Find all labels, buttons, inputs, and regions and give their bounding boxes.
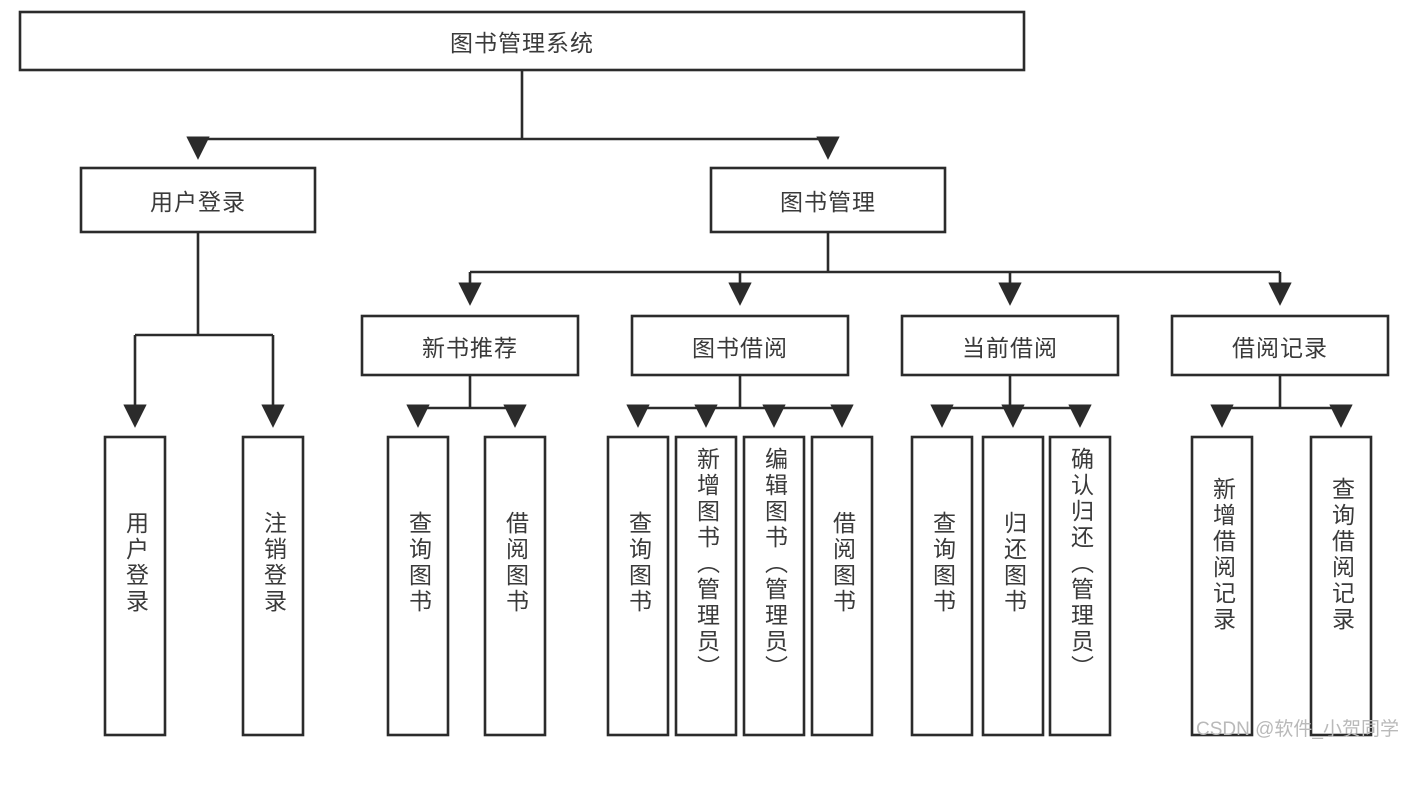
node-box-new-book-rec[interactable] bbox=[360, 314, 580, 377]
diagram-canvas-root: 图书管理系统 用户登录 图书管理 新书推荐 图书借阅 当前借阅 借阅记录 用户登… bbox=[18, 10, 1399, 740]
edge-currentborrow-to-leaves bbox=[930, 375, 1092, 428]
node-box-leaf-borrow-book-a[interactable] bbox=[483, 435, 547, 737]
node-box-current-borrow[interactable] bbox=[900, 314, 1120, 377]
edge-bookborrow-to-leaves bbox=[626, 375, 854, 428]
node-box-book-manage[interactable] bbox=[709, 166, 947, 234]
edge-userlogin-to-leaves bbox=[123, 232, 285, 428]
connector-layer bbox=[123, 70, 1353, 428]
node-box-leaf-borrow-book-b[interactable] bbox=[810, 435, 874, 737]
node-box-leaf-logout[interactable] bbox=[241, 435, 305, 737]
edge-borrowrecord-to-leaves bbox=[1210, 375, 1353, 428]
node-box-leaf-add-record[interactable] bbox=[1190, 435, 1254, 737]
node-box-borrow-record[interactable] bbox=[1170, 314, 1390, 377]
node-box-leaf-query-record[interactable] bbox=[1309, 435, 1373, 737]
node-box-root[interactable] bbox=[18, 10, 1026, 72]
node-box-book-borrow[interactable] bbox=[630, 314, 850, 377]
node-box-leaf-query-book-c[interactable] bbox=[910, 435, 974, 737]
flowchart-svg bbox=[18, 10, 1390, 737]
node-box-leaf-user-login[interactable] bbox=[103, 435, 167, 737]
edge-newbook-to-leaves bbox=[406, 375, 527, 428]
node-box-user-login[interactable] bbox=[79, 166, 317, 234]
node-box-leaf-add-book[interactable] bbox=[674, 435, 738, 737]
node-box-leaf-query-book-b[interactable] bbox=[606, 435, 670, 737]
node-box-leaf-confirm-return[interactable] bbox=[1048, 435, 1112, 737]
node-box-layer bbox=[18, 10, 1390, 737]
edge-bookmanage-to-level2 bbox=[458, 232, 1292, 306]
node-box-leaf-edit-book[interactable] bbox=[742, 435, 806, 737]
node-box-leaf-query-book-a[interactable] bbox=[386, 435, 450, 737]
node-box-leaf-return-book[interactable] bbox=[981, 435, 1045, 737]
edge-root-to-level1 bbox=[186, 70, 840, 160]
